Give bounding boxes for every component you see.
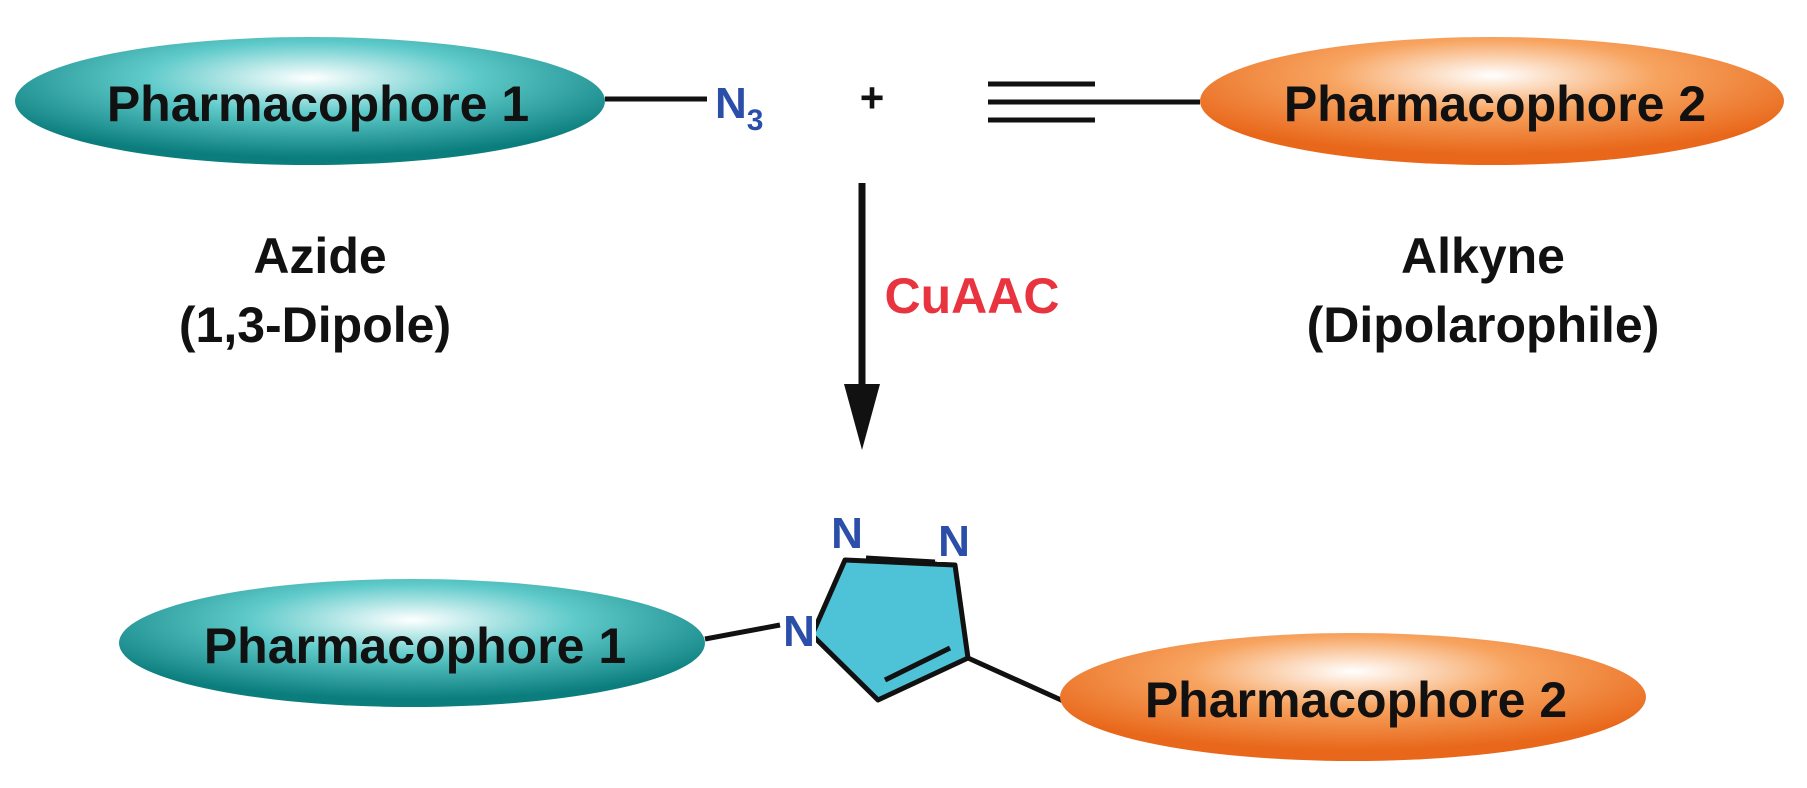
alkyne-reactant: Pharmacophore 2: [988, 37, 1784, 165]
product-pharmacophore-2-ellipse: [1060, 633, 1646, 761]
azide-subscript: 3: [747, 104, 764, 137]
azide-n-symbol: N: [715, 79, 747, 128]
n1-pharmacophore-1-bond: [704, 622, 781, 642]
catalyst-label: CuAAC: [885, 268, 1060, 324]
azide-caption: Azide (1,3-Dipole): [179, 228, 451, 353]
azide-group: N3: [715, 79, 763, 137]
reaction-arrow: [844, 183, 880, 450]
pharmacophore-1-label: Pharmacophore 1: [107, 76, 529, 132]
azide-role: (1,3-Dipole): [179, 297, 451, 353]
pharmacophore-2-label: Pharmacophore 2: [1284, 76, 1706, 132]
product-pharmacophore-1-ellipse: [119, 579, 705, 707]
product-pharmacophore-1-label: Pharmacophore 1: [204, 618, 626, 674]
triazole-ring: [809, 557, 971, 703]
plus-sign: +: [860, 74, 885, 121]
triazole-n2: N: [831, 509, 863, 558]
n1-mask: [782, 608, 816, 652]
triazole-product: Pharmacophore 1 N N N Pharmacophore 2: [119, 509, 1646, 761]
n3-mask: [937, 518, 971, 562]
triazole-nn-double-bond: [865, 555, 936, 565]
product-pharmacophore-2-label: Pharmacophore 2: [1145, 672, 1567, 728]
azide-name: Azide: [253, 228, 386, 284]
azide-reactant: Pharmacophore 1 N3: [15, 37, 763, 165]
triazole-n3: N: [938, 517, 970, 566]
alkyne-role: (Dipolarophile): [1307, 297, 1660, 353]
alkyne-caption: Alkyne (Dipolarophile): [1307, 228, 1660, 353]
pharmacophore-1-ellipse: [15, 37, 605, 165]
reaction-arrow-head: [844, 384, 880, 450]
c4-pharmacophore-2-bond: [966, 655, 1072, 707]
alkyne-name: Alkyne: [1401, 228, 1565, 284]
triazole-n1: N: [783, 607, 815, 656]
pharmacophore-2-ellipse: [1200, 37, 1784, 165]
triazole-inner-double-bond: [883, 645, 952, 683]
n2-mask: [830, 510, 864, 554]
